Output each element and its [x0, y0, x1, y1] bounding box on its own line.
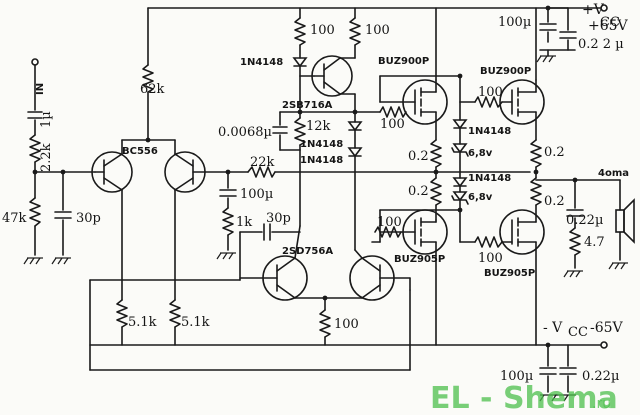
c022u-bottom-value: 0.22µ	[582, 369, 619, 384]
buz905p-pair	[371, 171, 545, 346]
r62k-value: 62k	[140, 82, 165, 97]
feedback-network	[89, 166, 531, 371]
positive-rail	[147, 4, 608, 12]
buz900p-right-label: BUZ900P	[480, 66, 531, 77]
2sb716a-transistor	[272, 7, 363, 251]
input-cap-value: 1µ	[39, 111, 54, 128]
r100-top1-value: 100	[310, 23, 335, 38]
buz900p-left-label: BUZ900P	[378, 56, 429, 67]
bc556-label: BC556	[122, 146, 158, 157]
svg-text:- V: - V	[543, 320, 563, 336]
2sb716a-label: 2SB716A	[282, 100, 333, 111]
c00068u-value: 0.0068µ	[218, 125, 272, 140]
svg-text:CC: CC	[600, 15, 620, 30]
zener-top-label: 6,8v	[468, 148, 493, 159]
r51k-right-value: 5.1k	[181, 315, 210, 330]
c022u-top-value: 0.2 2 µ	[578, 37, 624, 52]
diode-c-label: 1N4148	[468, 126, 511, 137]
load-label: 4oma	[598, 168, 629, 179]
zener-bottom-label: 6,8v	[468, 192, 493, 203]
r22k-feedback-value: 22k	[250, 155, 275, 170]
buz900p-pair	[354, 7, 545, 173]
c30p-input-value: 30p	[76, 211, 101, 226]
diode-b-label: 1N4148	[300, 155, 343, 166]
2sd756a-transistors	[239, 225, 411, 346]
input-resistor-value: 2.2k	[39, 143, 54, 172]
r47k-value: 47k	[2, 211, 27, 226]
negative-supply-value: -65V	[590, 320, 624, 336]
source-resistors	[430, 139, 542, 221]
r02-a-value: 0.2	[408, 149, 429, 164]
supply-decoupling-bottom	[539, 342, 577, 402]
watermark-suffix: .ru	[592, 396, 611, 412]
negative-supply-label: - V CC -65V	[543, 320, 624, 340]
miller-capacitor	[239, 223, 301, 281]
r47-value: 4.7	[584, 235, 605, 250]
input-network	[23, 58, 96, 265]
diode-a-label: 1N4148	[300, 139, 343, 150]
input-label: IN	[35, 83, 46, 95]
bc556-pair	[91, 7, 229, 346]
r02-c-value: 0.2	[544, 145, 565, 160]
r100-bottom-value: 100	[334, 317, 359, 332]
r02-d-value: 0.2	[544, 194, 565, 209]
r100-gate3-value: 100	[377, 215, 402, 230]
r51k-left-value: 5.1k	[128, 315, 157, 330]
r1k-value: 1k	[236, 215, 252, 230]
buz905p-right-label: BUZ905P	[484, 268, 535, 279]
r02-b-value: 0.2	[408, 184, 429, 199]
c100u-feedback-value: 100µ	[240, 187, 273, 202]
c100u-top-value: 100µ	[498, 15, 531, 30]
c100u-bottom-value: 100µ	[500, 369, 533, 384]
positive-supply-value: +65V	[588, 18, 629, 34]
r12k-value: 12k	[306, 119, 331, 134]
svg-text:CC: CC	[568, 325, 588, 340]
2sd756a-label: 2SD756A	[282, 246, 333, 257]
output-network	[535, 177, 635, 278]
r100-gate1-value: 100	[380, 117, 405, 132]
positive-supply-label: +V CC +65V	[582, 2, 629, 34]
diode-d-label: 1N4148	[468, 173, 511, 184]
buz905p-left-label: BUZ905P	[394, 254, 445, 265]
negative-rail	[89, 341, 608, 349]
r100-top2-value: 100	[365, 23, 390, 38]
watermark: EL - Shema	[430, 381, 618, 415]
supply-decoupling-top	[536, 5, 577, 63]
c30p-value: 30p	[266, 211, 291, 226]
svg-text:+V: +V	[582, 2, 605, 18]
r100-gate2-value: 100	[478, 85, 503, 100]
c022u-output-value: 0.22µ	[566, 213, 603, 228]
diode-top-label: 1N4148	[240, 57, 283, 68]
r100-gate4-value: 100	[478, 251, 503, 266]
